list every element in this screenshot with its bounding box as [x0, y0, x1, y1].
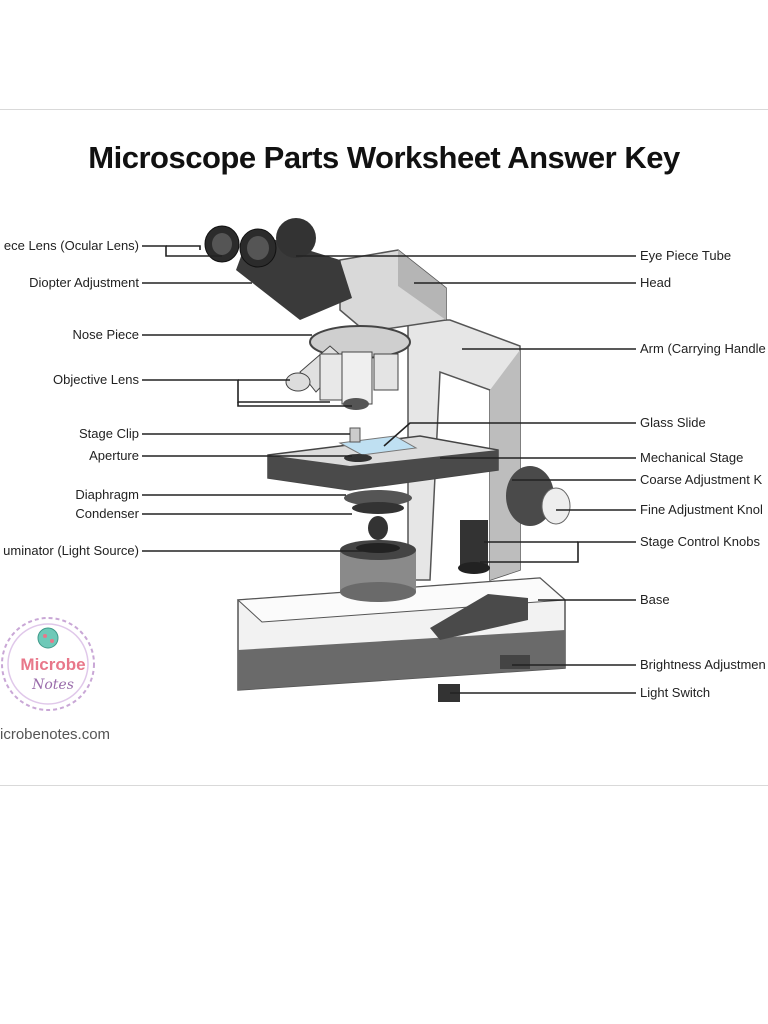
label-aperture: Aperture — [89, 448, 139, 463]
logo-text-notes: Notes — [32, 677, 74, 693]
site-url: icrobenotes.com — [0, 726, 111, 743]
label-stage-clip: Stage Clip — [79, 426, 139, 441]
light-switch-shape — [438, 684, 460, 702]
logo-text-microbe: Microbe — [20, 655, 86, 674]
label-mechanical-stage: Mechanical Stage — [640, 450, 744, 465]
eyepiece-tubes — [204, 218, 352, 320]
objective-lenses — [285, 345, 399, 410]
page-title: Microscope Parts Worksheet Answer Key — [88, 140, 680, 175]
stage-clip-shape — [349, 427, 361, 443]
label-coarse-adjustment: Coarse Adjustment K — [640, 472, 763, 487]
worksheet-card: Microscope Parts Worksheet Answer Key — [0, 109, 768, 786]
label-ocular-lens: ece Lens (Ocular Lens) — [3, 238, 139, 253]
base-panel — [430, 594, 528, 640]
label-head: Head — [640, 275, 672, 290]
label-diopter-adjustment: Diopter Adjustment — [29, 275, 139, 290]
label-diaphragm: Diaphragm — [75, 487, 139, 502]
label-illuminator: uminator (Light Source) — [3, 543, 139, 558]
label-light-switch: Light Switch — [640, 685, 711, 700]
label-nose-piece: Nose Piece — [72, 327, 139, 342]
brightness-knob-shape — [500, 655, 530, 669]
diaphragm-shape — [344, 490, 412, 506]
label-brightness-adjustment: Brightness Adjustmen — [640, 657, 766, 672]
base-bottom — [238, 630, 565, 690]
label-arm: Arm (Carrying Handle — [640, 341, 766, 356]
label-condenser: Condenser — [75, 506, 139, 521]
adjustment-knobs — [458, 466, 571, 574]
microscope-diagram — [142, 218, 636, 702]
microbe-notes-logo — [1, 617, 95, 711]
illuminator-shape — [340, 540, 416, 602]
leader-lines — [142, 245, 636, 694]
label-eye-piece-tube: Eye Piece Tube — [640, 248, 732, 263]
label-glass-slide: Glass Slide — [640, 415, 706, 430]
label-fine-adjustment: Fine Adjustment Knol — [640, 502, 763, 517]
label-objective-lens: Objective Lens — [53, 372, 139, 387]
label-stage-control-knobs: Stage Control Knobs — [640, 534, 760, 549]
microbe-icon — [37, 627, 59, 649]
label-base: Base — [640, 592, 670, 607]
condenser-shape — [352, 502, 404, 514]
